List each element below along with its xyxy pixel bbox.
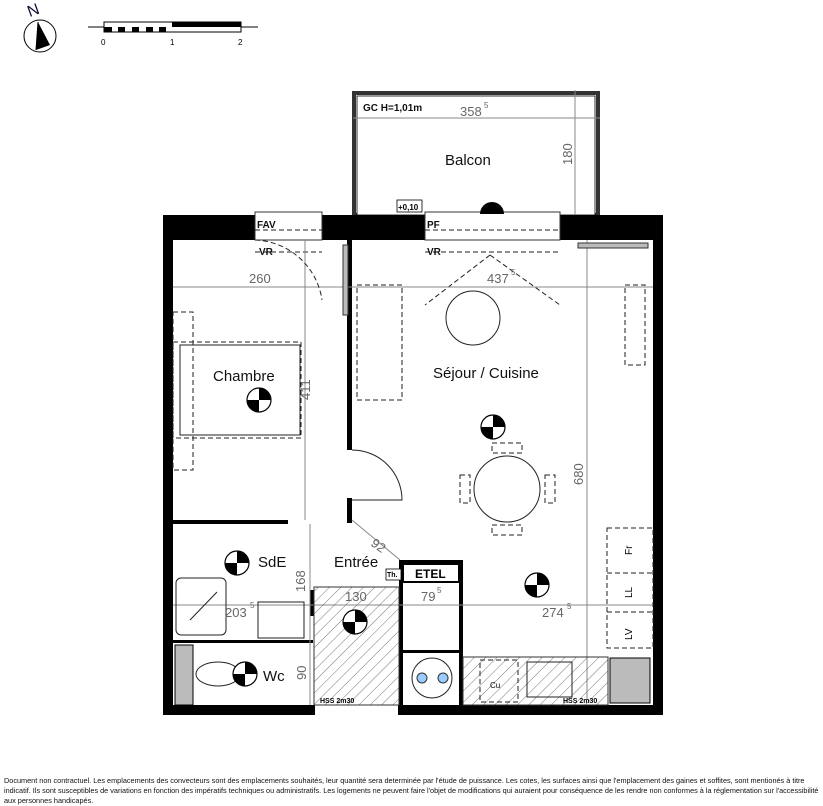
light-point-icon	[342, 609, 368, 635]
window-pf[interactable]: PF VR	[424, 202, 561, 306]
fridge-label: Fr	[624, 545, 635, 555]
ceiling-circle	[445, 290, 501, 346]
light-point-icon	[480, 414, 506, 440]
dimension-lines	[173, 240, 653, 705]
dim-balcon-width: 358	[460, 104, 482, 119]
radiator	[624, 284, 646, 366]
room-label-sejour: Séjour / Cuisine	[433, 365, 539, 382]
walls	[163, 215, 663, 715]
room-label-sde: SdE	[258, 554, 286, 571]
room-label-balcon: Balcon	[445, 152, 491, 169]
balcony: GC H=1,01m 358 5 180 Balcon +0,10	[352, 90, 600, 217]
scale-tick-1: 1	[170, 38, 175, 47]
light-point-icon	[524, 572, 550, 598]
dim-sup: 5	[484, 101, 489, 110]
dim-chambre-depth: 411	[298, 379, 313, 400]
dim-entree-diag: 92	[368, 535, 388, 556]
sofa	[356, 284, 403, 401]
kitchen-counter	[462, 656, 609, 706]
bed	[172, 311, 302, 471]
shower	[175, 577, 227, 636]
disclaimer-text: Document non contractuel. Les emplacemen…	[4, 776, 819, 805]
appliances: Fr LL LV	[606, 527, 654, 649]
shutter-label-vr: VR	[259, 247, 274, 258]
railing-height-label: GC H=1,01m	[363, 103, 422, 114]
north-arrow-icon: N	[23, 1, 57, 53]
dim-entree-width: 130	[345, 589, 367, 604]
closet-hatch	[313, 586, 400, 706]
level-label: +0,10	[398, 203, 419, 212]
thermostat-label: Th.	[387, 572, 398, 579]
window-label-pf: PF	[427, 220, 440, 231]
etel-box	[402, 563, 460, 583]
north-label: N	[25, 1, 42, 21]
dim-sup: 5	[250, 601, 255, 610]
cooktop-label: Cu	[490, 681, 500, 690]
etel-label: ETEL	[415, 567, 446, 581]
window-fav[interactable]: FAV VR	[254, 211, 323, 258]
dim-sejour-width: 437	[487, 271, 509, 286]
dim-sup: 5	[437, 586, 442, 595]
dim-sde-width: 203	[225, 605, 247, 620]
water-heater	[411, 657, 453, 699]
door-swing	[254, 239, 323, 301]
shelf	[577, 242, 649, 249]
room-label-entree: Entrée	[334, 554, 378, 571]
dim-sup: 5	[511, 268, 516, 277]
light-point-icon	[232, 661, 258, 687]
front-door-swing	[351, 449, 403, 501]
dim-chambre-width: 260	[249, 271, 271, 286]
dim-cuisine-width: 274	[542, 605, 564, 620]
duct	[174, 644, 194, 706]
light-point-icon	[246, 387, 272, 413]
hss-label: HSS 2m30	[320, 698, 354, 705]
scale-bar: 0 1 2	[88, 21, 258, 47]
hss-label: HSS 2m30	[563, 698, 597, 705]
room-label-chambre: Chambre	[213, 368, 275, 385]
washbasin	[257, 601, 305, 639]
window-label-fav: FAV	[257, 220, 276, 231]
washer-label: LL	[624, 586, 635, 598]
dishwasher-label: LV	[624, 628, 635, 640]
scale-tick-0: 0	[101, 38, 106, 47]
closet-door	[342, 244, 349, 316]
dim-etel-width: 79	[421, 589, 435, 604]
sink	[526, 661, 573, 698]
dim-entree-depth: 168	[293, 570, 308, 592]
room-label-wc: Wc	[263, 668, 285, 685]
dim-sejour-depth: 680	[571, 463, 586, 485]
light-point-icon	[224, 550, 250, 576]
dim-sup: 5	[567, 602, 572, 611]
shutter-label-vr: VR	[427, 247, 442, 258]
scale-tick-2: 2	[238, 38, 243, 47]
dining-table	[459, 442, 556, 536]
duct	[609, 657, 651, 704]
dim-balcon-depth: 180	[560, 143, 575, 165]
dim-wc-depth: 90	[294, 666, 309, 680]
